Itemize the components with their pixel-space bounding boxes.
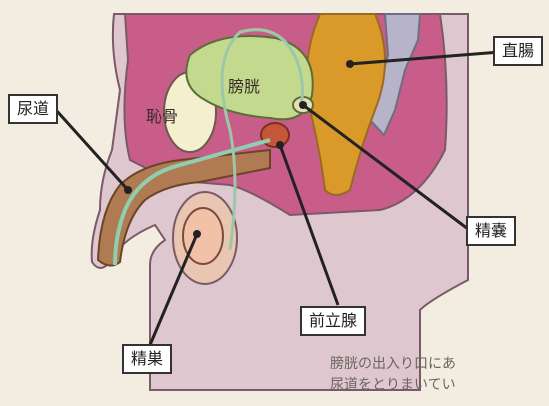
leader-rectum-dot [346, 60, 354, 68]
caption-text: 膀胱の出入り口にあ 尿道をとりまいてい [330, 354, 549, 396]
prostate-label: 前立腺 [300, 306, 366, 336]
pubic-bone-label: 恥骨 [146, 103, 178, 127]
leader-urethra-dot [124, 186, 132, 194]
leader-testis-dot [193, 230, 201, 238]
seminal-vesicle-label: 精嚢 [466, 216, 516, 246]
caption-line-1: 膀胱の出入り口にあ [330, 354, 549, 375]
rectum-label: 直腸 [493, 36, 543, 66]
caption-line-2: 尿道をとりまいてい [330, 375, 549, 396]
urethra-label: 尿道 [8, 94, 58, 124]
leader-seminal-vesicle-dot [299, 101, 307, 109]
leader-prostate-dot [276, 141, 284, 149]
bladder-label: 膀胱 [228, 73, 260, 97]
testis-label: 精巣 [122, 344, 172, 374]
